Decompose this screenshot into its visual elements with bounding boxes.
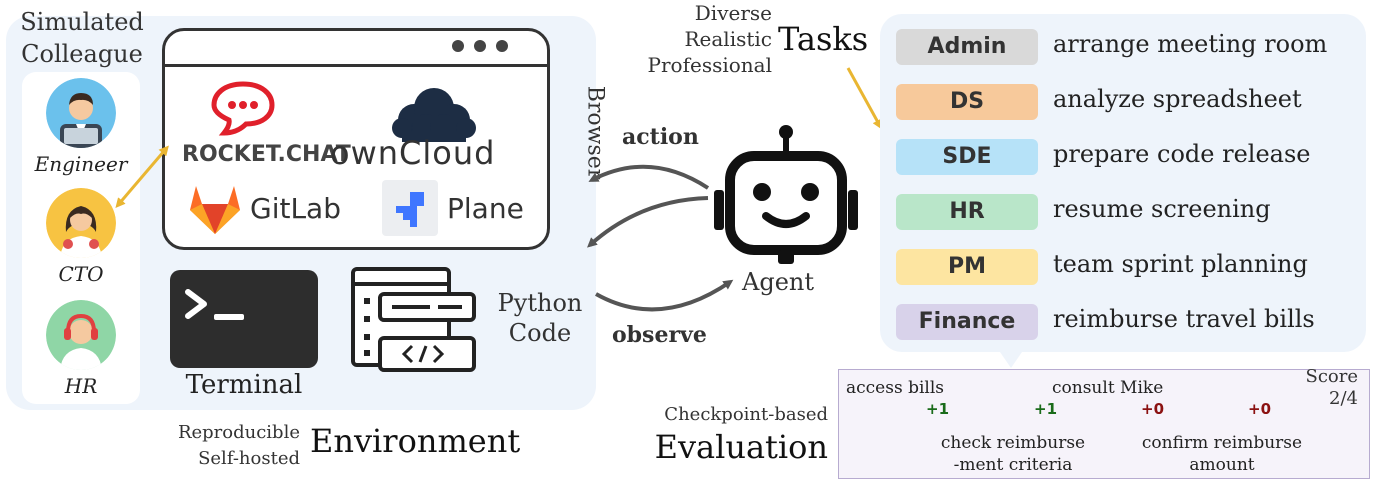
colleague-title-line2: Colleague — [21, 40, 143, 68]
checkpoint-label: access bills — [846, 378, 945, 398]
task-description: prepare code release — [1053, 140, 1311, 168]
tasks-descriptor-line1: Diverse — [694, 1, 772, 25]
observe-label: observe — [612, 322, 707, 348]
checkpoint-label-line2: -ment criteria — [953, 455, 1073, 475]
gitlab-logo-icon — [186, 182, 244, 240]
python-code-label: Python Code — [490, 288, 590, 348]
score-value: 2/4 — [1329, 388, 1358, 409]
plane-app: Plane — [447, 192, 524, 225]
hr-role: HR — [64, 374, 98, 398]
colleague-title: Simulated Colleague — [2, 6, 162, 70]
checkpoint-delta: +0 — [1141, 400, 1165, 418]
environment-subtitle-line2: Self-hosted — [198, 448, 300, 469]
environment-title: Environment — [310, 422, 521, 460]
task-category-ds: DS — [896, 84, 1038, 120]
engineer-avatar — [46, 78, 116, 148]
task-category-pm: PM — [896, 249, 1038, 285]
checkpoint-label: confirm reimburse amount — [1122, 432, 1322, 476]
checkpoint-label-line1: confirm reimburse — [1141, 433, 1303, 453]
tasks-descriptor-line2: Realistic — [684, 27, 772, 51]
browser-titlebar-divider — [165, 64, 547, 67]
task-category-finance: Finance — [896, 304, 1038, 340]
action-label: action — [622, 124, 699, 150]
tasks-descriptor: Diverse Realistic Professional — [614, 0, 772, 78]
window-dot-icon — [474, 40, 486, 52]
window-dot-icon — [452, 40, 464, 52]
task-description: arrange meeting room — [1053, 30, 1328, 58]
checkpoint-delta: +0 — [1248, 400, 1272, 418]
checkpoint-delta: +1 — [1034, 400, 1058, 418]
action-arrow — [588, 164, 710, 190]
python-code-icon — [350, 266, 480, 382]
checkpoint-delta: +1 — [926, 400, 950, 418]
cto-role: CTO — [58, 262, 104, 286]
score-block: Score 2/4 — [1290, 366, 1358, 410]
window-dot-icon — [496, 40, 508, 52]
owncloud-app: ownCloud — [330, 134, 496, 172]
rocketchat-logo-icon — [210, 78, 276, 140]
task-description: team sprint planning — [1053, 250, 1308, 278]
evaluation-subtitle: Checkpoint-based — [664, 404, 828, 425]
checkpoint-label-line1: check reimburse — [940, 433, 1086, 453]
task-description: analyze spreadsheet — [1053, 85, 1302, 113]
tasks-panel — [880, 14, 1366, 352]
agent-robot-icon — [712, 118, 862, 272]
environment-subtitle-line1: Reproducible — [177, 422, 300, 443]
chat-colleague-arrow — [115, 145, 169, 209]
environment-subtitle: Reproducible Self-hosted — [140, 420, 300, 472]
gitlab-app: GitLab — [250, 192, 341, 225]
task-category-hr: HR — [896, 194, 1038, 230]
evaluation-title: Evaluation — [654, 428, 828, 466]
rocketchat-app: ROCKET.CHAT — [182, 142, 351, 167]
agent-label: Agent — [742, 268, 814, 296]
task-description: resume screening — [1053, 195, 1271, 223]
tasks-arrow — [846, 67, 882, 130]
evaluation-panel — [838, 369, 1370, 479]
task-description: reimburse travel bills — [1053, 305, 1315, 333]
terminal-label: Terminal — [185, 370, 303, 400]
task-category-sde: SDE — [896, 139, 1038, 175]
engineer-role: Engineer — [34, 152, 128, 176]
score-label: Score — [1305, 366, 1358, 387]
tasks-title: Tasks — [778, 20, 869, 58]
plane-logo-icon — [382, 180, 438, 236]
eval-callout-pointer — [1000, 352, 1022, 368]
tasks-descriptor-line3: Professional — [647, 53, 772, 77]
checkpoint-label: consult Mike — [1052, 378, 1164, 398]
python-label-line2: Code — [508, 319, 572, 347]
terminal-icon — [170, 270, 318, 368]
checkpoint-label: check reimburse -ment criteria — [920, 432, 1106, 476]
action-arrow-secondary — [587, 196, 709, 248]
task-category-admin: Admin — [896, 29, 1038, 65]
colleague-title-line1: Simulated — [20, 8, 144, 36]
hr-avatar — [46, 300, 116, 370]
checkpoint-label-line2: amount — [1189, 455, 1255, 475]
python-label-line1: Python — [497, 289, 583, 317]
cto-avatar — [46, 188, 116, 258]
owncloud-logo-icon — [382, 82, 482, 148]
observe-arrow — [595, 279, 734, 312]
